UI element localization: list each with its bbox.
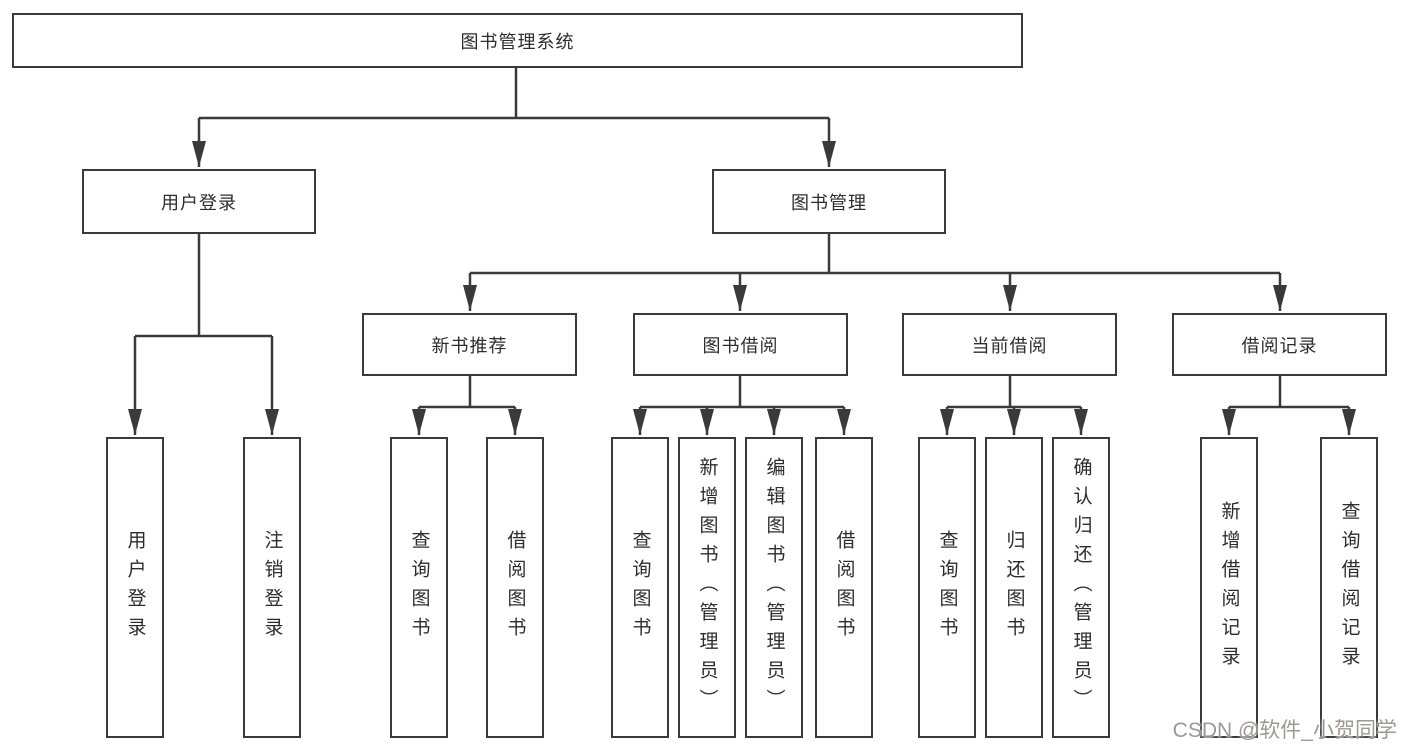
leaf-edit-books-admin: 编辑图书（管理员） (745, 437, 803, 738)
node-label: 新书推荐 (431, 335, 508, 356)
leaf-query-books-current: 查询图书 (918, 437, 976, 738)
node-label: 借阅记录 (1241, 335, 1318, 356)
leaf-return-books: 归还图书 (985, 437, 1043, 738)
node-current-borrow: 当前借阅 (902, 313, 1117, 376)
node-book-borrow: 图书借阅 (633, 313, 848, 376)
node-label: 借阅图书 (833, 529, 855, 646)
node-label: 新增图书（管理员） (696, 457, 718, 718)
leaf-add-borrow-record: 新增借阅记录 (1200, 437, 1258, 738)
node-label: 图书管理 (791, 192, 867, 213)
node-label: 新增借阅记录 (1218, 500, 1240, 675)
node-user-login: 用户登录 (82, 169, 316, 234)
node-label: 图书借阅 (702, 335, 779, 356)
node-label: 注销登录 (261, 529, 283, 646)
node-label: 查询图书 (629, 529, 651, 646)
node-label: 查询图书 (936, 529, 958, 646)
node-label: 当前借阅 (971, 335, 1048, 356)
node-root-system: 图书管理系统 (12, 13, 1023, 68)
node-label: 用户登录 (161, 192, 237, 213)
node-borrow-record: 借阅记录 (1172, 313, 1387, 376)
node-label: 确认归还（管理员） (1070, 457, 1092, 718)
leaf-add-books-admin: 新增图书（管理员） (678, 437, 736, 738)
leaf-logout: 注销登录 (243, 437, 301, 738)
leaf-query-books-recommend: 查询图书 (390, 437, 448, 738)
leaf-query-books-borrow: 查询图书 (611, 437, 669, 738)
leaf-user-login: 用户登录 (106, 437, 164, 738)
leaf-query-borrow-record: 查询借阅记录 (1320, 437, 1378, 738)
node-label: 查询图书 (408, 529, 430, 646)
leaf-borrow-books: 借阅图书 (815, 437, 873, 738)
node-label: 查询借阅记录 (1338, 500, 1360, 675)
leaf-borrow-books-recommend: 借阅图书 (486, 437, 544, 738)
node-book-management: 图书管理 (712, 169, 946, 234)
node-label: 用户登录 (124, 529, 146, 646)
node-label: 借阅图书 (504, 529, 526, 646)
node-label: 归还图书 (1003, 529, 1025, 646)
node-label: 图书管理系统 (460, 31, 575, 52)
csdn-watermark: CSDN @软件_小贺同学 (1172, 719, 1397, 742)
node-new-book-recommend: 新书推荐 (362, 313, 577, 376)
node-label: 编辑图书（管理员） (763, 457, 785, 718)
leaf-confirm-return-admin: 确认归还（管理员） (1052, 437, 1110, 738)
